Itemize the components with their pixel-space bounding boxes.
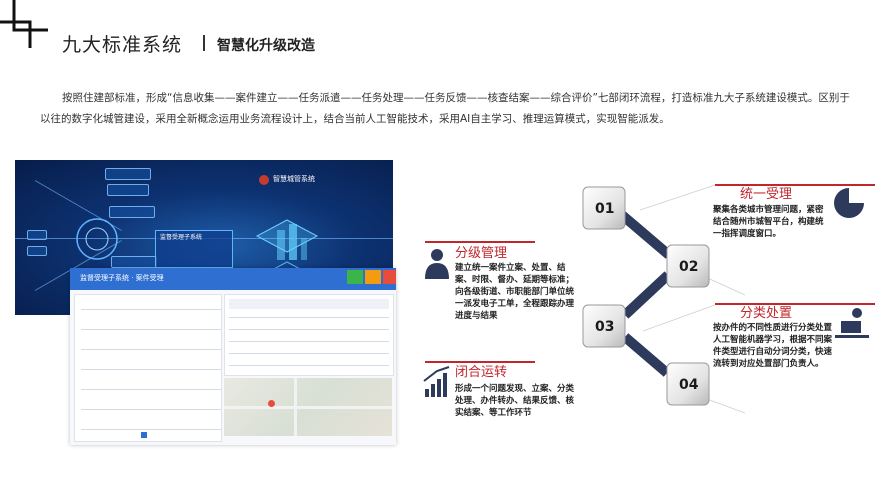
- step-block-04: [666, 362, 710, 406]
- case-list-panel[interactable]: [74, 294, 222, 442]
- accent-bar-04: [425, 361, 535, 363]
- app-header-bar: [70, 268, 396, 290]
- manager-icon: [425, 249, 449, 279]
- growth-chart-icon: [423, 366, 450, 397]
- corner-bracket-icon: [0, 0, 48, 48]
- desk-worker-icon: [835, 308, 869, 338]
- logo-emblem-icon: [259, 175, 269, 185]
- step-text-04: 形成一个问题发现、立案、分类处理、办件转办、结果反馈、核实结案、等工作环节: [455, 384, 575, 418]
- step-title-03: 分类处置: [740, 306, 793, 321]
- map-view[interactable]: [224, 378, 392, 436]
- step-block-03: [582, 304, 626, 348]
- step-text-01: 聚集各类城市管理问题，紧密结合随州市城智平台，构建统一指挥调度窗口。: [713, 205, 824, 239]
- accent-bar-01: [715, 184, 875, 186]
- dashboard-title: 智慧城管系统: [273, 175, 315, 183]
- hub-circle-icon: [76, 218, 118, 260]
- step-block-02: [666, 244, 710, 288]
- case-detail-panel[interactable]: [224, 294, 394, 376]
- step-block-01: [582, 186, 626, 230]
- map-marker-icon: [268, 400, 275, 407]
- title-divider: [203, 35, 205, 51]
- acceptance-screenshot: 监督受理子系统 · 案件受理: [70, 268, 396, 445]
- step-number-03: 03: [595, 319, 614, 335]
- step-number-01: 01: [595, 201, 614, 217]
- step-connectors: [618, 211, 673, 377]
- step-title-02: 分级管理: [455, 246, 508, 261]
- accent-bar-03: [715, 303, 875, 305]
- intro-paragraph: 按照住建部标准，形成“信息收集——案件建立——任务派遣——任务处理——任务反馈—…: [40, 92, 850, 125]
- step-text-03: 按办件的不同性质进行分类处置人工智能机器学习，根据不同案件类型进行自动分词分类，…: [713, 323, 833, 369]
- pie-chart-icon: [834, 186, 866, 218]
- page-subtitle: 智慧化升级改造: [217, 38, 315, 54]
- step-text-02: 建立统一案件立案、处置、结案、时限、督办、延期等标准；向各级街道、市职能部门单位…: [455, 263, 575, 321]
- panel-title: 监督受理子系统: [160, 234, 203, 241]
- step-number-04: 04: [679, 377, 699, 393]
- step-title-01: 统一受理: [740, 187, 793, 202]
- process-diagram: 01 02 03 04: [423, 184, 875, 414]
- page-title: 九大标准系统: [62, 34, 183, 56]
- accent-bar-02: [425, 241, 535, 243]
- step-title-04: 闭合运转: [455, 365, 508, 380]
- step-number-02: 02: [679, 259, 698, 275]
- app-header-title: 监督受理子系统 · 案件受理: [80, 274, 164, 282]
